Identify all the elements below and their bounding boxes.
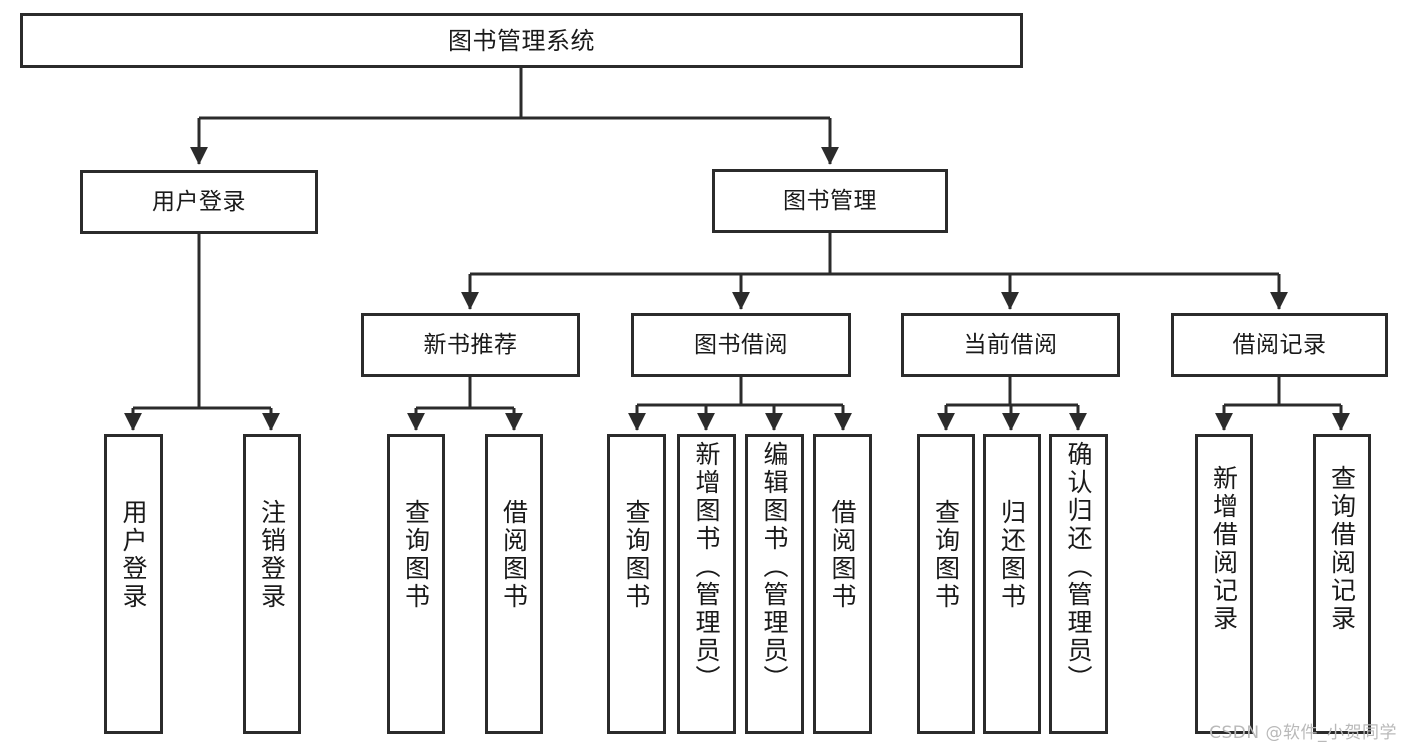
node-label: 查询借阅记录	[1327, 465, 1357, 633]
node-label: 借阅图书	[499, 499, 529, 611]
leaf-record-add[interactable]: 新增借阅记录	[1195, 434, 1253, 734]
leaf-borrow-edit-book-admin[interactable]: 编辑图书（管理员）	[745, 434, 804, 734]
node-label: 归还图书	[997, 499, 1027, 611]
leaf-record-query[interactable]: 查询借阅记录	[1313, 434, 1371, 734]
node-label: 图书借阅	[694, 331, 788, 358]
leaf-borrow-borrow-book[interactable]: 借阅图书	[813, 434, 872, 734]
leaf-user-login[interactable]: 用户登录	[104, 434, 163, 734]
node-current-borrow[interactable]: 当前借阅	[901, 313, 1120, 377]
leaf-borrow-query-book[interactable]: 查询图书	[607, 434, 666, 734]
leaf-borrow-add-book-admin[interactable]: 新增图书（管理员）	[677, 434, 736, 734]
leaf-current-return-book[interactable]: 归还图书	[983, 434, 1041, 734]
node-label: 用户登录	[152, 188, 246, 215]
node-label: 查询图书	[931, 499, 961, 611]
leaf-user-logout[interactable]: 注销登录	[243, 434, 301, 734]
node-root-system[interactable]: 图书管理系统	[20, 13, 1023, 68]
node-user-login[interactable]: 用户登录	[80, 170, 318, 234]
node-label: 图书管理	[783, 187, 877, 214]
node-label: 查询图书	[401, 499, 431, 611]
node-label: 查询图书	[622, 499, 651, 611]
leaf-current-query-book[interactable]: 查询图书	[917, 434, 975, 734]
node-label: 新书推荐	[423, 331, 518, 358]
leaf-current-confirm-return-admin[interactable]: 确认归还（管理员）	[1049, 434, 1108, 734]
node-new-book-recommend[interactable]: 新书推荐	[361, 313, 580, 377]
node-book-borrow[interactable]: 图书借阅	[631, 313, 851, 377]
node-label: 确认归还（管理员）	[1064, 441, 1093, 693]
leaf-recommend-query-book[interactable]: 查询图书	[387, 434, 445, 734]
node-label: 用户登录	[119, 499, 148, 611]
node-borrow-record[interactable]: 借阅记录	[1171, 313, 1388, 377]
node-book-management[interactable]: 图书管理	[712, 169, 948, 233]
node-label: 新增图书（管理员）	[692, 441, 721, 693]
node-label: 新增借阅记录	[1209, 465, 1239, 633]
csdn-watermark: CSDN @软件_小贺同学	[1209, 723, 1397, 743]
node-label: 借阅记录	[1232, 331, 1327, 358]
node-label: 当前借阅	[963, 331, 1058, 358]
leaf-recommend-borrow-book[interactable]: 借阅图书	[485, 434, 543, 734]
node-label: 注销登录	[257, 499, 287, 611]
node-label: 图书管理系统	[448, 26, 595, 55]
node-label: 借阅图书	[828, 499, 857, 611]
node-label: 编辑图书（管理员）	[760, 441, 789, 693]
